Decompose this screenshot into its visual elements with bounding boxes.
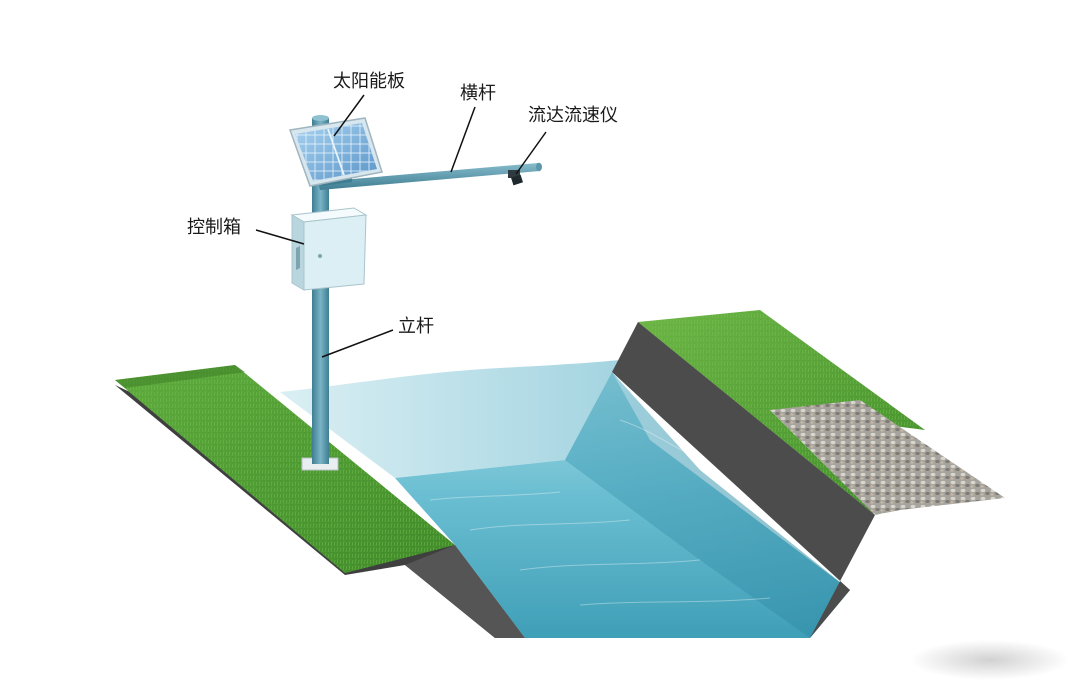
- radar-flow-meter: [508, 170, 523, 186]
- cross-arm: [318, 163, 540, 190]
- control-box: [290, 207, 368, 291]
- right-retaining-wall: [612, 322, 875, 638]
- far-water-surface: [280, 360, 620, 478]
- leader-line-box: [255, 229, 305, 245]
- cross-arm-label: 横杆: [460, 83, 496, 104]
- gravel-area: [770, 400, 1005, 515]
- solar-panel-label: 太阳能板: [333, 71, 405, 92]
- upright-pole-label: 立杆: [398, 316, 434, 337]
- leader-line-sensor: [515, 131, 547, 175]
- control-box-label: 控制箱: [187, 217, 241, 238]
- radar-flow-meter-label: 流达流速仪: [528, 105, 618, 126]
- leader-line-solar: [333, 94, 365, 137]
- upright-pole: [312, 118, 329, 464]
- solar-panel: [288, 117, 383, 187]
- leader-line-arm: [450, 106, 476, 173]
- leader-line-pole: [321, 329, 394, 358]
